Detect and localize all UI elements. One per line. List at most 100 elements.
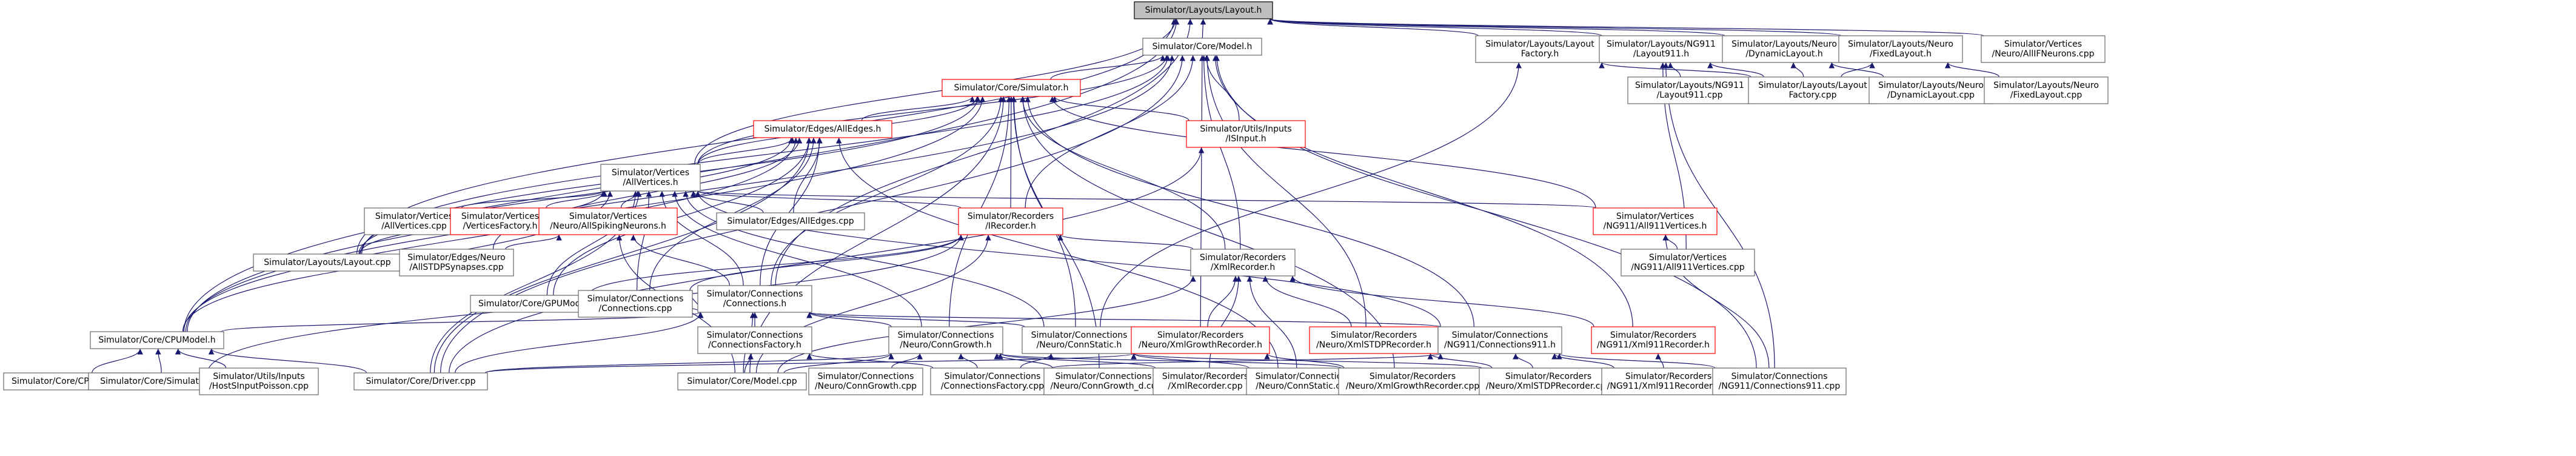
node-xmlRecorderH[interactable]: Simulator/Recorders/XmlRecorder.h	[1190, 249, 1296, 277]
node-model[interactable]: Simulator/Core/Model.h	[1142, 38, 1262, 56]
edge-line	[1556, 353, 1716, 369]
edge-line	[1100, 62, 1522, 327]
node-box	[958, 207, 1063, 235]
edge-model-allVerticesH	[697, 55, 1169, 165]
edge-line	[760, 137, 823, 286]
edge-iRecorderH-connectionsCpp	[689, 234, 964, 291]
node-label: /Neuro/XmlGrowthRecorder.h	[1139, 340, 1262, 350]
node-allEdgesCpp[interactable]: Simulator/Edges/AllEdges.cpp	[716, 212, 865, 230]
edge-line	[1663, 62, 1775, 369]
edge-allVerticesH-connectionsH	[659, 190, 744, 286]
edge-line	[1057, 234, 1194, 250]
node-connFactoryH[interactable]: Simulator/Connections/ConnectionsFactory…	[697, 326, 812, 354]
edge-line	[1207, 275, 1239, 327]
node-label: /Neuro/AllIFNeurons.cpp	[1992, 49, 2094, 59]
node-label: /Neuro/ConnGrowth_d.cu	[1050, 381, 1156, 391]
edge-xmlRecorderH-modelCpp	[777, 275, 1196, 374]
node-allSpikingNeuronsH[interactable]: Simulator/Vertices/Neuro/AllSpikingNeuro…	[538, 207, 678, 235]
edge-layoutFactoryH-layoutFactoryCpp	[1599, 62, 1751, 78]
node-xml911RecH[interactable]: Simulator/Recorders/NG911/Xml911Recorder…	[1591, 326, 1716, 354]
node-label: /Neuro/ConnGrowth.h	[900, 340, 992, 350]
node-label: /NG911/Connections911.h	[1444, 340, 1556, 350]
edge-line	[1290, 275, 1594, 327]
node-xmlRecorderCpp[interactable]: Simulator/Recorders/XmlRecorder.cpp	[1153, 367, 1258, 395]
node-cpuModelH[interactable]: Simulator/Core/CPUModel.h	[90, 331, 224, 349]
node-conn911Cpp[interactable]: Simulator/Connections/NG911/Connections9…	[1712, 367, 1847, 395]
edge-line	[484, 353, 1137, 374]
edge-layout911H-layout911Cpp	[1667, 62, 1681, 78]
node-simulatorH[interactable]: Simulator/Core/Simulator.h	[942, 79, 1081, 97]
node-layout911H[interactable]: Simulator/Layouts/NG911/Layout911.h	[1599, 35, 1724, 63]
node-iRecorderH[interactable]: Simulator/Recorders/IRecorder.h	[958, 207, 1063, 235]
edge-layout-layout911H	[1267, 18, 1602, 36]
node-dynLayoutCpp[interactable]: Simulator/Layouts/Neuro/DynamicLayout.cp…	[1868, 76, 1993, 104]
edge-line	[672, 190, 922, 327]
edge-simulatorH-connectionsH	[771, 96, 1004, 286]
node-modelCpp[interactable]: Simulator/Core/Model.cpp	[677, 372, 807, 391]
edge-line	[1051, 353, 1444, 369]
node-box	[600, 164, 701, 192]
node-layout911Cpp[interactable]: Simulator/Layouts/NG911/Layout911.cpp	[1627, 76, 1752, 104]
edge-layout-allVerticesH	[694, 18, 1179, 165]
node-fixedLayoutCpp[interactable]: Simulator/Layouts/Neuro/FixedLayout.cpp	[1984, 76, 2109, 104]
node-connectionsH[interactable]: Simulator/Connections/Connections.h	[697, 285, 812, 313]
edge-line	[1667, 62, 1681, 78]
node-connGrowthCpp[interactable]: Simulator/Connections/Neuro/ConnGrowth.c…	[808, 367, 923, 395]
edge-connGrowthH-connGrowthCpp	[891, 353, 923, 369]
node-allVerticesH[interactable]: Simulator/Vertices/AllVertices.h	[600, 164, 701, 192]
edge-line	[1707, 62, 1764, 78]
edge-line	[1267, 18, 1725, 36]
node-box	[677, 372, 807, 391]
node-label: /Neuro/XmlGrowthRecorder.cpp	[1346, 381, 1480, 391]
edge-xmlRecorderH-xml911RecH	[1290, 275, 1594, 327]
node-allIFNeurons[interactable]: Simulator/Vertices/Neuro/AllIFNeurons.cp…	[1981, 35, 2106, 63]
edge-conn911H-conn911Cpp	[1556, 353, 1716, 369]
edge-line	[1267, 18, 1842, 36]
edge-line	[1264, 353, 1345, 369]
node-fixedLayoutH[interactable]: Simulator/Layouts/Neuro/FixedLayout.h	[1838, 35, 1963, 63]
edge-model-xmlRecorderH	[1200, 55, 1241, 250]
node-xmlGrowthRecCpp[interactable]: Simulator/Recorders/Neuro/XmlGrowthRecor…	[1338, 367, 1487, 395]
node-xmlSTDPRecCpp[interactable]: Simulator/Recorders/Neuro/XmlSTDPRecorde…	[1479, 367, 1618, 395]
node-connGrowthH[interactable]: Simulator/Connections/Neuro/ConnGrowth.h	[888, 326, 1003, 354]
node-all911VerticesCpp[interactable]: Simulator/Vertices/NG911/All911Vertices.…	[1621, 249, 1755, 277]
node-label: Simulator/Layouts/Neuro	[1731, 39, 1837, 49]
node-box	[1593, 207, 1718, 235]
node-layout[interactable]: Simulator/Layouts/Layout.h	[1134, 1, 1273, 19]
edge-xmlRecorderH-xmlSTDPRecH	[1262, 275, 1352, 327]
node-layoutCpp[interactable]: Simulator/Layouts/Layout.cpp	[253, 253, 402, 272]
node-connStaticH[interactable]: Simulator/Connections/Neuro/ConnStatic.h	[1022, 326, 1137, 354]
node-label: /DynamicLayout.cpp	[1887, 90, 1975, 100]
edge-model-xmlGrowthRecH	[1199, 55, 1205, 327]
node-label: Simulator/Connections	[1256, 372, 1352, 381]
edge-allVerticesH-all911VerticesH	[695, 190, 1596, 209]
node-allSTDPSynapses[interactable]: Simulator/Edges/Neuro/AllSTDPSynapses.cp…	[399, 249, 514, 277]
edge-line	[1209, 275, 1242, 369]
node-conn911H[interactable]: Simulator/Connections/NG911/Connections9…	[1437, 326, 1562, 354]
node-hostSInputPoisson[interactable]: Simulator/Utils/Inputs/HostSInputPoisson…	[199, 367, 319, 395]
node-connFactoryCpp[interactable]: Simulator/Connections/ConnectionsFactory…	[930, 367, 1055, 395]
node-all911VerticesH[interactable]: Simulator/Vertices/NG911/All911Vertices.…	[1593, 207, 1718, 235]
node-isInputH[interactable]: Simulator/Utils/Inputs/ISInput.h	[1186, 120, 1306, 148]
edge-xmlSTDPRecH-xmlSTDPRecCpp	[1427, 353, 1493, 369]
node-connectionsCpp[interactable]: Simulator/Connections/Connections.cpp	[578, 290, 693, 318]
edge-connectionsH-conn911H	[807, 312, 1441, 327]
node-box	[753, 120, 892, 138]
edge-line	[1551, 353, 1614, 369]
node-box	[1479, 367, 1618, 395]
node-label: Simulator/Vertices	[569, 212, 647, 221]
node-allEdgesH[interactable]: Simulator/Edges/AllEdges.h	[753, 120, 892, 138]
edge-cpuModelH-hostSInputPoisson	[175, 348, 227, 369]
node-xmlSTDPRecH[interactable]: Simulator/Recorders/Neuro/XmlSTDPRecorde…	[1309, 326, 1439, 354]
node-connGrowthDCu[interactable]: Simulator/Connections/Neuro/ConnGrowth_d…	[1043, 367, 1163, 395]
node-verticesFactoryH[interactable]: Simulator/Vertices/VerticesFactory.h	[450, 207, 550, 235]
node-box	[1627, 76, 1752, 104]
node-allVerticesCpp[interactable]: Simulator/Vertices/AllVertices.cpp	[364, 207, 464, 235]
node-dynLayoutH[interactable]: Simulator/Layouts/Neuro/DynamicLayout.h	[1722, 35, 1847, 63]
node-xmlGrowthRecH[interactable]: Simulator/Recorders/Neuro/XmlGrowthRecor…	[1131, 326, 1270, 354]
node-driverCpp[interactable]: Simulator/Core/Driver.cpp	[353, 372, 488, 391]
node-label: /Layout911.cpp	[1657, 90, 1723, 100]
node-label: Simulator/Layouts/Neuro	[1993, 81, 2099, 90]
